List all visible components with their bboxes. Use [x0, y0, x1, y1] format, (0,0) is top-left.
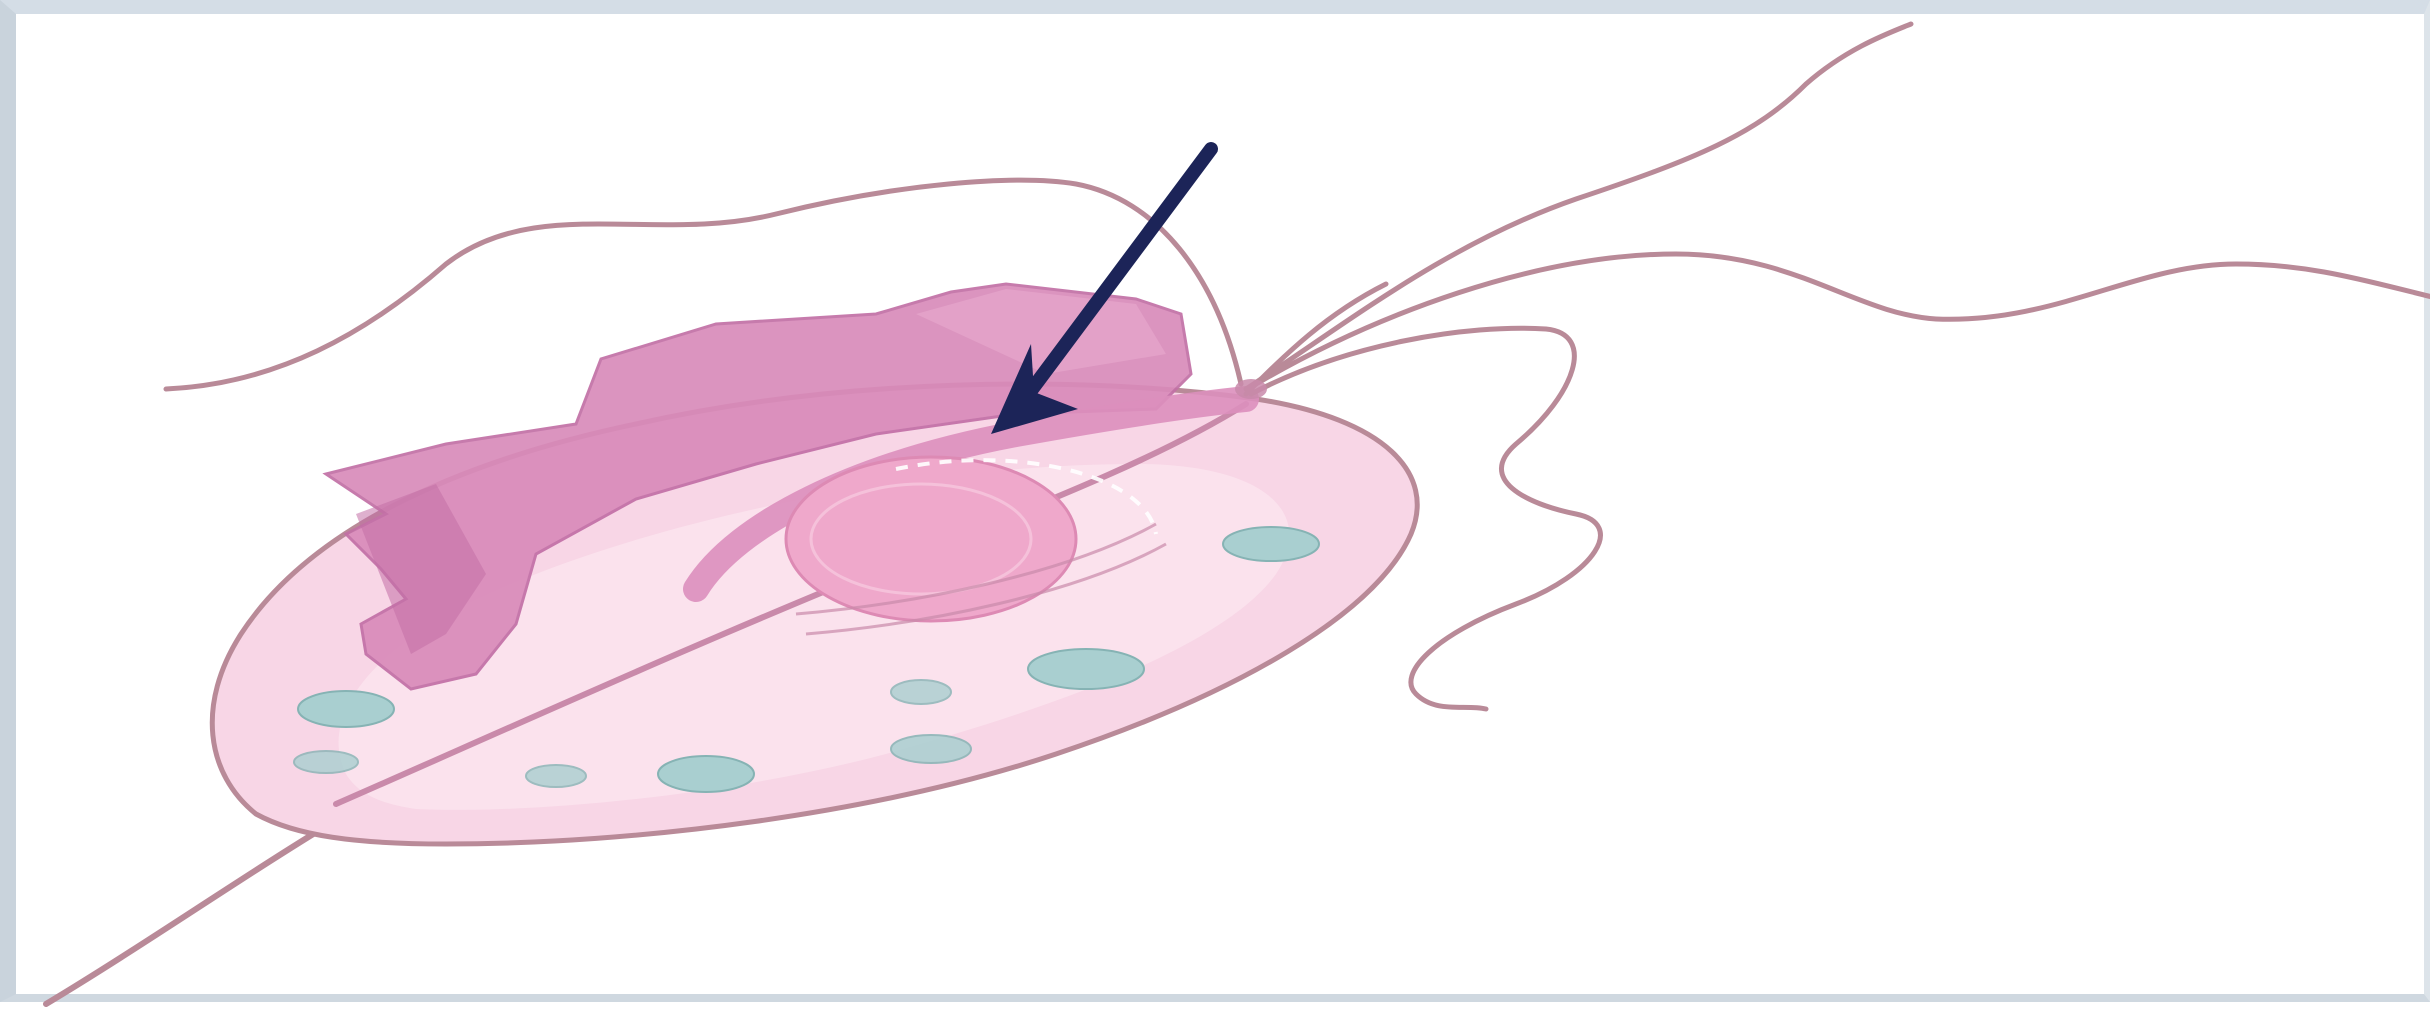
vacuole	[298, 691, 394, 727]
vacuole	[1028, 649, 1144, 689]
vacuole	[526, 765, 586, 787]
vacuole	[1223, 527, 1319, 561]
vacuole	[891, 680, 951, 704]
flagellum-top-right	[1246, 24, 1911, 389]
basal-body	[1235, 379, 1267, 399]
vacuole	[294, 751, 358, 773]
vacuole	[658, 756, 754, 792]
protozoan-diagram	[16, 14, 2430, 1016]
vacuole	[891, 735, 971, 763]
flagellum-far-right	[1256, 254, 2430, 384]
